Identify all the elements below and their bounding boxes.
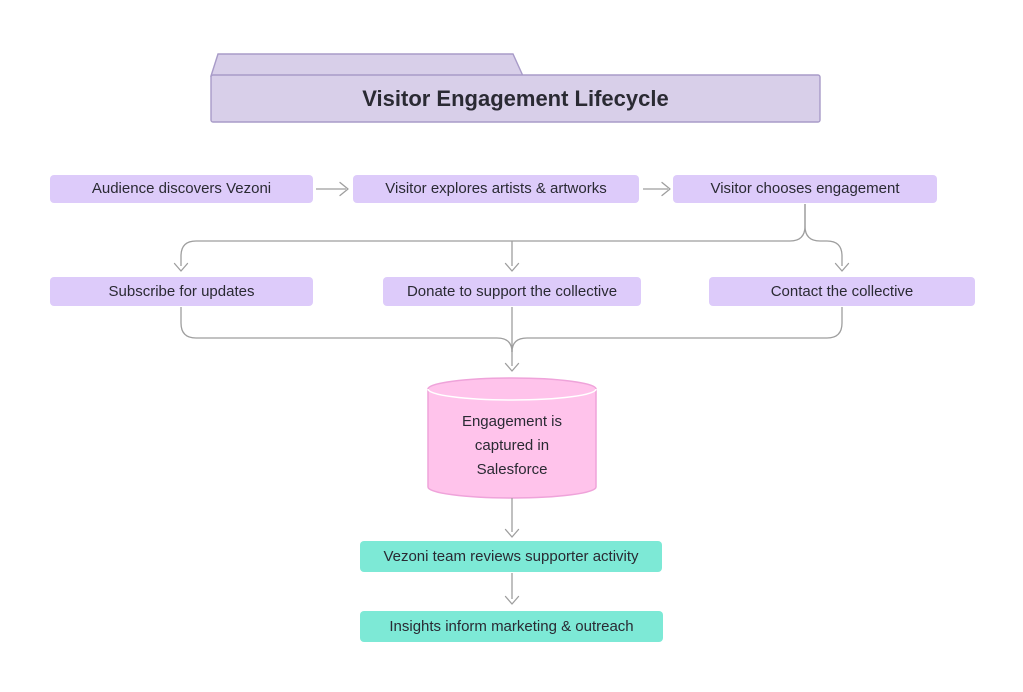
arrow-right-icon: [339, 181, 349, 197]
node-visitor-chooses-engagement: Visitor chooses engagement: [673, 175, 937, 203]
edge-subscribe-database: [180, 307, 513, 353]
node-team-reviews-activity: Vezoni team reviews supporter activity: [360, 541, 662, 572]
arrow-down-icon: [504, 362, 520, 372]
title-folder-body: [210, 74, 821, 123]
database-label: Engagement is captured in Salesforce: [461, 413, 563, 478]
edge-choose-subscribe: [180, 204, 806, 266]
node-contact-the-collective: Contact the collective: [709, 277, 975, 306]
diagram-title: Visitor Engagement Lifecycle: [362, 85, 669, 111]
edge-contact-database: [511, 307, 843, 353]
edge-choose-contact: [804, 204, 843, 266]
arrow-down-icon: [173, 262, 189, 272]
title-folder-tab: [210, 53, 525, 77]
node-subscribe-for-updates: Subscribe for updates: [50, 277, 313, 306]
title-folder-shape: [210, 53, 821, 123]
arrow-down-icon: [504, 528, 520, 538]
arrow-down-icon: [504, 262, 520, 272]
database-cylinder-outline: [427, 377, 597, 499]
node-visitor-explores-artists: Visitor explores artists & artworks: [353, 175, 639, 203]
database-cylinder-shape: [427, 377, 597, 499]
node-insights-inform-outreach: Insights inform marketing & outreach: [360, 611, 663, 642]
node-audience-discovers-vezoni: Audience discovers Vezoni: [50, 175, 313, 203]
arrow-down-icon: [834, 262, 850, 272]
arrow-right-icon: [661, 181, 671, 197]
arrow-down-icon: [504, 595, 520, 605]
database-cylinder-top-arc: [427, 388, 597, 401]
node-donate-to-support: Donate to support the collective: [383, 277, 641, 306]
